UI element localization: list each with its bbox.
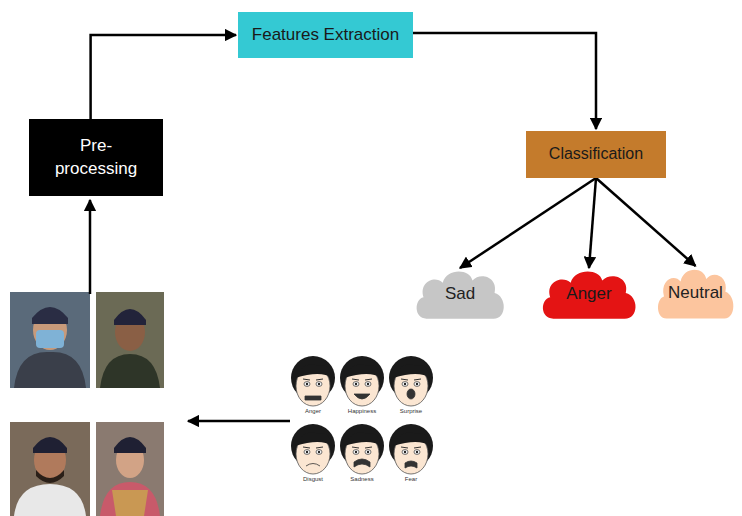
node-text: Anger [566,283,611,305]
cartoon-face [389,424,433,474]
input-arrow [89,200,92,294]
process-box: Classification [526,131,666,178]
emotion-faces [291,356,433,474]
emotion-cloud: Anger [538,266,640,322]
emotion-label: Fear [388,476,434,482]
cartoon-face [291,356,335,406]
cartoon-face [340,356,384,406]
dataset-arrow [188,420,290,423]
emotion-label: Happiness [339,408,385,414]
cartoon-face [340,424,384,474]
node-text: Classification [549,144,643,165]
emotion-label: Disgust [290,476,336,482]
emotion-label: Anger [290,408,336,414]
emotion-label: Sadness [339,476,385,482]
flow-arrow [91,35,236,119]
flow-arrow [596,178,696,266]
emotion-cloud: Neutral [654,264,737,322]
node-text: Sad [445,283,475,305]
node-text: Pre- processing [46,135,146,179]
photo [96,422,164,516]
process-box: Features Extraction [238,12,413,58]
photo [10,292,90,388]
flow-arrow [413,33,596,129]
cartoon-face [389,356,433,406]
process-box: Pre- processing [29,119,163,196]
cartoon-face [291,424,335,474]
emotion-cloud: Sad [412,266,508,322]
node-text: Features Extraction [252,24,399,46]
photo [10,422,90,516]
node-text: Neutral [668,282,723,304]
flow-arrow [460,178,596,268]
flow-arrow [589,178,596,268]
photo [96,292,164,388]
emotion-label: Surprise [388,408,434,414]
